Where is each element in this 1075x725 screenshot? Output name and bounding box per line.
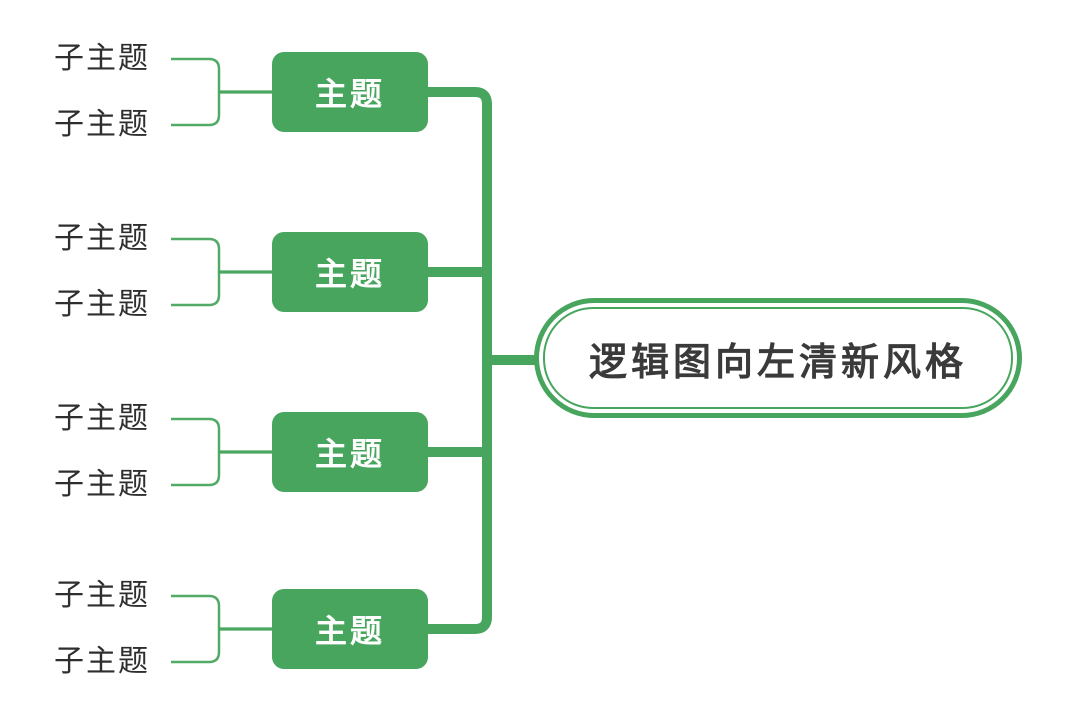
trunk-connector <box>428 87 492 634</box>
topic-label: 主题 <box>314 436 385 472</box>
topic-label: 主题 <box>314 256 385 292</box>
topic-node-1[interactable]: 主题 <box>272 52 428 132</box>
central-topic-inner-border: 逻辑图向左清新风格 <box>543 307 1013 409</box>
topic-node-2[interactable]: 主题 <box>272 232 428 312</box>
subtopic-node-4-1[interactable]: 子主题 <box>54 579 150 612</box>
topic-node-3[interactable]: 主题 <box>272 412 428 492</box>
subtopic-node-2-2[interactable]: 子主题 <box>54 288 150 321</box>
subtopic-bracket-1 <box>171 57 221 127</box>
central-topic-node[interactable]: 逻辑图向左清新风格 <box>534 298 1022 418</box>
topic-label: 主题 <box>314 613 385 649</box>
subtopic-bracket-4 <box>171 594 221 664</box>
subtopic-node-1-1[interactable]: 子主题 <box>54 42 150 75</box>
topic-node-4[interactable]: 主题 <box>272 589 428 669</box>
subtopic-node-2-1[interactable]: 子主题 <box>54 222 150 255</box>
subtopic-bracket-2 <box>171 237 221 307</box>
subtopic-bracket-3 <box>171 417 221 487</box>
central-topic-label: 逻辑图向左清新风格 <box>588 341 967 384</box>
subtopic-node-1-2[interactable]: 子主题 <box>54 108 150 141</box>
subtopic-node-3-1[interactable]: 子主题 <box>54 402 150 435</box>
subtopic-node-4-2[interactable]: 子主题 <box>54 645 150 678</box>
subtopic-node-3-2[interactable]: 子主题 <box>54 468 150 501</box>
topic-label: 主题 <box>314 76 385 112</box>
